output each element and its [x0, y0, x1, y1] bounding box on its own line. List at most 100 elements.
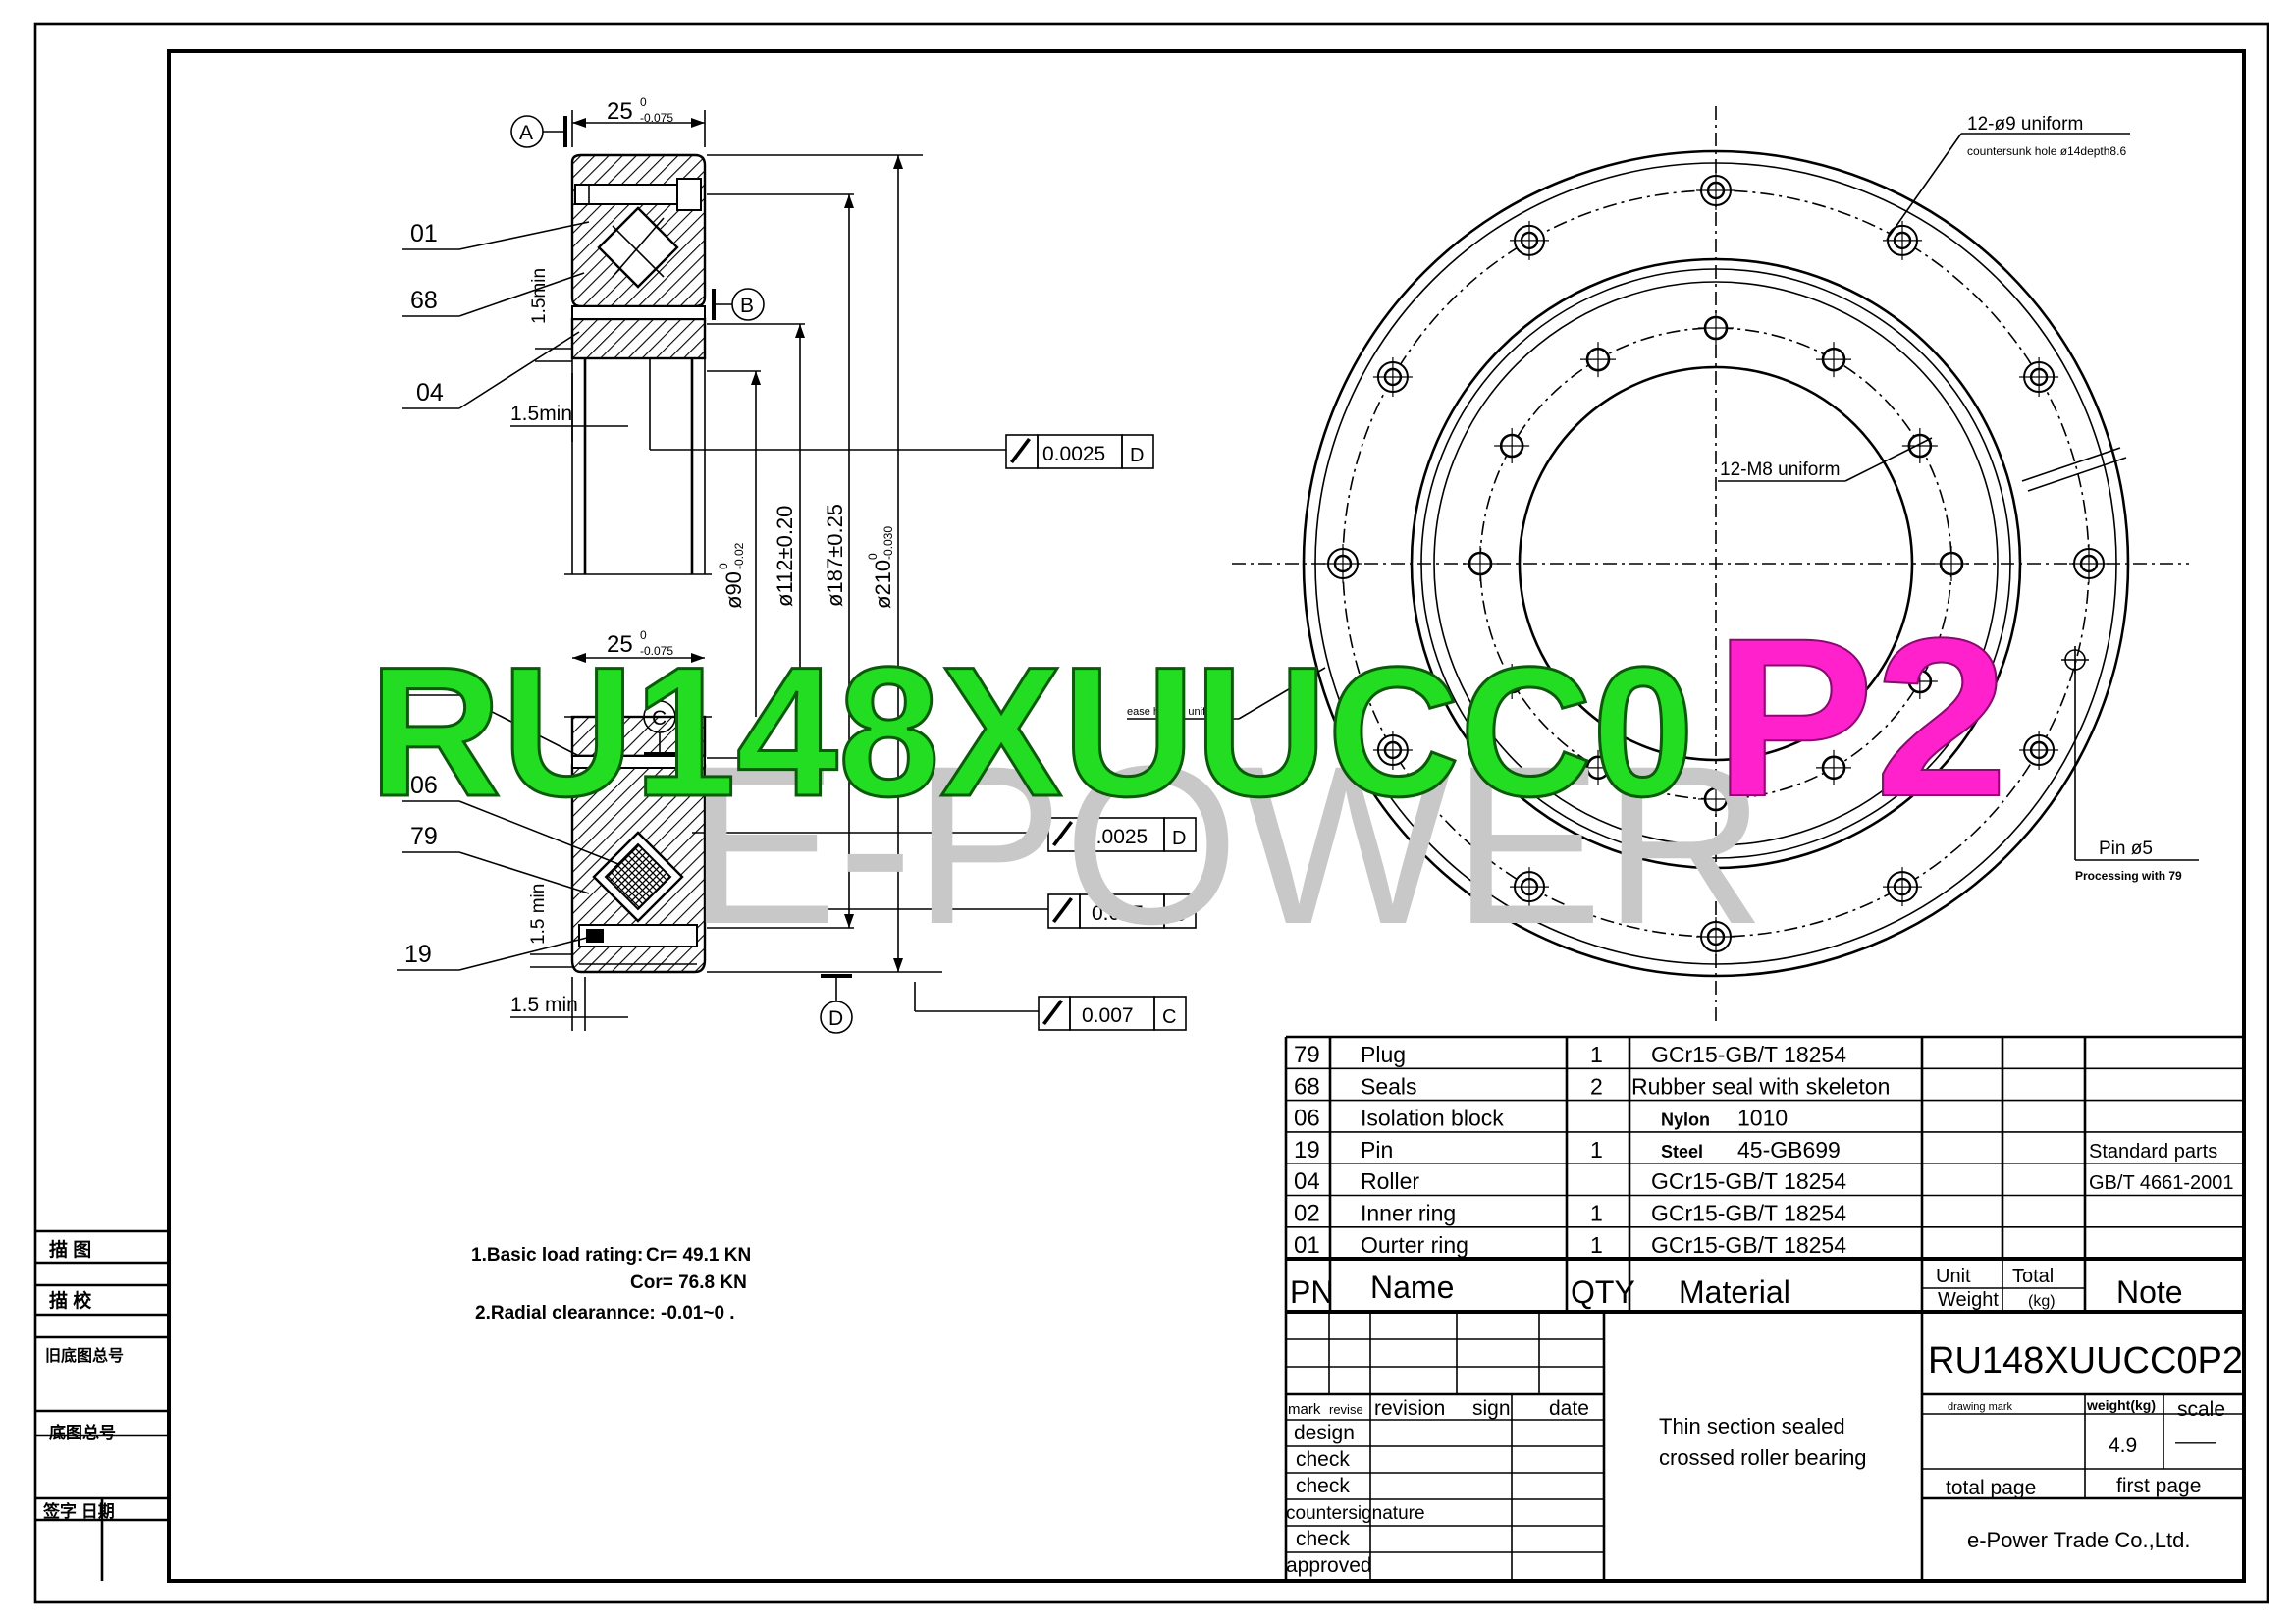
part-qty: 2: [1590, 1073, 1603, 1099]
part-number: RU148XUUCC0P2: [1928, 1340, 2243, 1381]
inner-hole: [1934, 546, 1969, 581]
outer-hole: [1883, 220, 1922, 260]
header-note: Note: [2116, 1274, 2183, 1310]
dim-d210-tol-lower: -0.030: [881, 526, 895, 560]
gdt-frame: 0.007 C: [705, 893, 1197, 929]
watermark: E-POWER: [687, 719, 1766, 971]
inner-border: [167, 49, 2246, 1583]
svg-text:04: 04: [416, 379, 444, 406]
role-countersignature: countersignature: [1286, 1503, 1425, 1524]
part-material: 1010: [1737, 1106, 1788, 1131]
plan-view: 12-ø9 uniform countersunk hole ø14depth8…: [1232, 106, 2199, 1021]
svg-text:19: 19: [404, 941, 432, 968]
callout-01: 01: [402, 220, 590, 250]
width-top-label: 25: [607, 98, 633, 125]
role-approved: approved: [1286, 1554, 1372, 1577]
width-top-tol-lower: -0.075: [640, 111, 673, 125]
callout-04: 04: [402, 331, 580, 409]
note-clearance: 2.Radial clearannce: -0.01~0 .: [475, 1303, 735, 1324]
outer-border: [33, 22, 2269, 1604]
width-bottom-label: 25: [607, 631, 633, 658]
inner-holes-label: 12-M8 uniform: [1720, 460, 1841, 480]
svg-text:0.0025: 0.0025: [1085, 826, 1148, 848]
total-page-label: total page: [1946, 1477, 2036, 1499]
part-pn: 04: [1294, 1168, 1320, 1195]
part-material: Rubber seal with skeleton: [1631, 1073, 1890, 1099]
width-top-tol-upper: 0: [640, 95, 647, 109]
role-check: check: [1296, 1448, 1350, 1471]
notes: 1.Basic load rating: Cr= 49.1 KN Cor= 76…: [471, 1245, 751, 1324]
left-strip-label: 旧底图总号: [45, 1346, 124, 1365]
part-material: 45-GB699: [1737, 1137, 1841, 1163]
dim-d187: ø187±0.25: [823, 504, 847, 607]
svg-text:68: 68: [410, 287, 438, 314]
datum-a-label: A: [519, 122, 533, 144]
header-material: Material: [1679, 1274, 1790, 1310]
outer-holes-sublabel: countersunk hole ø14depth8.6: [1967, 144, 2126, 158]
description-line1: Thin section sealed: [1659, 1414, 1845, 1438]
part-pn: 79: [1294, 1042, 1320, 1068]
inner-hole: [1698, 310, 1734, 346]
part-qty: 1: [1590, 1042, 1603, 1067]
grease-hole-label: ease holes2 uniform: [1127, 706, 1224, 718]
min-label: 1.5 min: [528, 884, 549, 945]
left-strip-label: 签字 日期: [42, 1501, 115, 1521]
inner-hole: [1901, 664, 1938, 699]
outer-bolt-holes: [1323, 171, 2109, 956]
note-load-label: 1.Basic load rating:: [471, 1245, 643, 1266]
part-qty: 1: [1590, 1232, 1603, 1258]
part-note: Standard parts: [2089, 1141, 2217, 1163]
company-name: e-Power Trade Co.,Ltd.: [1967, 1528, 2190, 1552]
header-unit: Unit: [1936, 1266, 1971, 1287]
header-pn: PN: [1290, 1274, 1333, 1310]
part-name: Pin: [1361, 1137, 1393, 1163]
part-material: GCr15-GB/T 18254: [1651, 1201, 1846, 1226]
weight-value: 4.9: [2109, 1435, 2137, 1457]
datum-c-label: C: [652, 707, 667, 730]
outer-hole: [2069, 544, 2109, 583]
part-material-prefix: Steel: [1661, 1142, 1703, 1162]
header-weight: Weight: [1938, 1289, 1999, 1311]
left-strip-label: 描 校: [49, 1289, 92, 1312]
outer-holes-label: 12-ø9 uniform: [1967, 114, 2083, 135]
callout-19: 19: [397, 937, 588, 971]
datum-d-label: D: [828, 1007, 843, 1030]
weight-label: weight(kg): [2086, 1397, 2156, 1413]
dim-d210: ø210: [871, 560, 895, 609]
part-qty: 1: [1590, 1201, 1603, 1226]
svg-text:06: 06: [410, 772, 438, 799]
header-qty: QTY: [1571, 1274, 1635, 1310]
callout-06: 06: [402, 772, 619, 865]
dim-d90-tol-lower: -0.02: [732, 542, 746, 569]
callout-79: 79: [402, 823, 590, 894]
scale-label: scale: [2177, 1398, 2225, 1421]
header-name: Name: [1370, 1270, 1454, 1305]
outer-hole: [2019, 357, 2059, 397]
svg-text:D: D: [1130, 445, 1144, 466]
width-bottom-tol-lower: -0.075: [640, 644, 673, 658]
gdt-frame: 0.0025 D: [692, 817, 1197, 852]
part-name: Isolation block: [1361, 1106, 1504, 1131]
min-label: 1.5 min: [510, 994, 578, 1016]
inner-hole: [1816, 342, 1851, 378]
role-check: check: [1296, 1475, 1350, 1497]
rev-sign: sign: [1472, 1397, 1511, 1420]
pin-label: Pin ø5: [2099, 839, 2153, 859]
inner-hole: [1698, 782, 1734, 817]
part-material: GCr15-GB/T 18254: [1651, 1042, 1846, 1067]
svg-text:79: 79: [410, 823, 438, 850]
inner-hole: [1494, 428, 1530, 463]
svg-text:C: C: [1162, 1006, 1176, 1028]
role-design: design: [1294, 1422, 1355, 1444]
svg-text:0.007: 0.007: [1082, 1004, 1134, 1027]
part-pn: 19: [1294, 1137, 1320, 1164]
min-label: 1.5min: [510, 403, 572, 425]
svg-text:0.007: 0.007: [1092, 902, 1144, 925]
part-material: GCr15-GB/T 18254: [1651, 1168, 1846, 1194]
dim-d210-tol-upper: 0: [866, 553, 880, 560]
drawing-mark-label: drawing mark: [1948, 1401, 2013, 1413]
